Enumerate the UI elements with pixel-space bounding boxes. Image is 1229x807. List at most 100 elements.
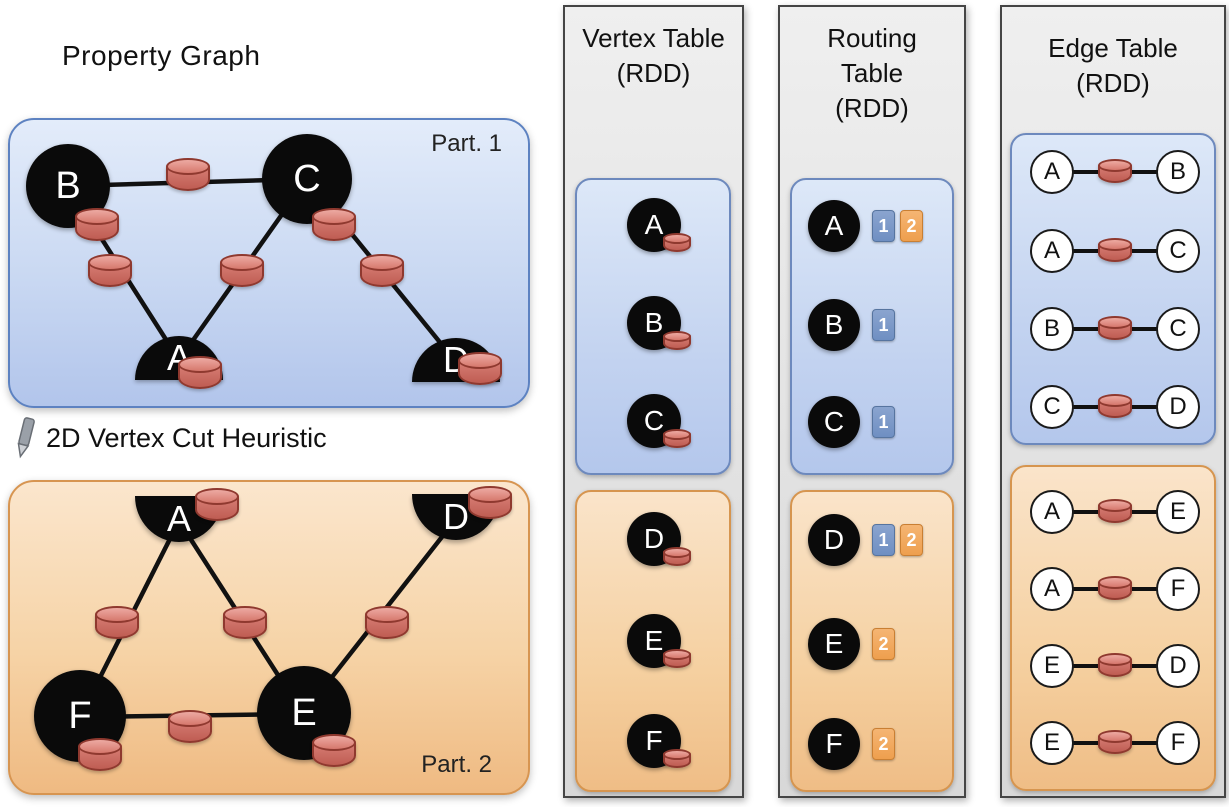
vertex-label: A (824, 210, 844, 241)
edge-row: E D (1012, 644, 1218, 688)
edge-src-vertex: C (1030, 385, 1074, 429)
edge-row: E F (1012, 721, 1218, 765)
badge-number: 1 (878, 215, 889, 236)
edge-dst-vertex: E (1156, 490, 1200, 534)
vertex-property-cylinder (663, 546, 691, 566)
edge-row: B C (1012, 307, 1218, 351)
edge-src-vertex: A (1030, 150, 1074, 194)
edge-property-cylinder (1098, 652, 1132, 677)
routing-table-title-line2: Table (840, 58, 904, 89)
vertex-label: B (824, 309, 844, 340)
vertex-label: A (1043, 498, 1060, 525)
vertex-property-cylinder (78, 737, 122, 771)
edge-src-vertex: B (1030, 307, 1074, 351)
edge-src-vertex: E (1030, 721, 1074, 765)
vertex-property-cylinder (195, 487, 239, 521)
vertex-label: C (823, 406, 845, 437)
edge-property-cylinder (1098, 729, 1132, 754)
badge-number: 1 (878, 411, 889, 432)
edge-property-cylinder (1098, 393, 1132, 418)
vertex-label: E (1169, 498, 1186, 525)
edge-dst-vertex: B (1156, 150, 1200, 194)
edge-src-vertex: A (1030, 567, 1074, 611)
vertex-label: D (643, 523, 665, 554)
badge-number: 2 (906, 215, 917, 236)
badge-number: 1 (878, 314, 889, 335)
routing-entry: B 1 (808, 299, 948, 351)
routing-entry: A 1 2 (808, 200, 948, 252)
vertex-label: B (55, 164, 81, 207)
vertex-table-column: Vertex Table (RDD) A B C D E (563, 5, 744, 798)
partition-badge-2: 2 (872, 728, 895, 760)
routing-table-subtitle: (RDD) (835, 93, 909, 124)
edge-table-column: Edge Table (RDD) A B A C B C (1000, 5, 1226, 798)
partition-badge-2: 2 (900, 210, 923, 242)
vertex-entry: A (627, 198, 705, 260)
partition-1-box: Part. 1 B C A D (8, 118, 530, 408)
partition-badge-1: 1 (872, 406, 895, 438)
vertex-circle: A (808, 200, 860, 252)
partition-badge-2: 2 (872, 628, 895, 660)
vertex-circle: D (808, 514, 860, 566)
vertex-label: C (1043, 393, 1061, 420)
vertex-table-part1-box: A B C (575, 178, 731, 475)
edge-row: A F (1012, 567, 1218, 611)
vertex-property-cylinder (663, 748, 691, 768)
vertex-label: E (291, 691, 317, 734)
vertex-property-cylinder (663, 330, 691, 350)
edge-property-cylinder (1098, 237, 1132, 262)
edge-property-cylinder (1098, 498, 1132, 523)
vertex-entry: B (627, 296, 705, 358)
vertex-label: A (166, 498, 191, 539)
partition-badge-1: 1 (872, 309, 895, 341)
partition-badge-2: 2 (900, 524, 923, 556)
vertex-label: F (645, 725, 663, 756)
edge-dst-vertex: C (1156, 307, 1200, 351)
edge-dst-vertex: F (1156, 567, 1200, 611)
vertex-circle: C (808, 396, 860, 448)
edge-table-title: Edge Table (1048, 33, 1178, 63)
routing-table-column: Routing Table (RDD) A 1 2 B 1 C 1 D 1 (778, 5, 966, 798)
edge-row: A B (1012, 150, 1218, 194)
badge-number: 2 (878, 733, 889, 754)
vertex-label: F (825, 728, 843, 759)
vertex-property-cylinder (458, 351, 502, 385)
routing-entry: C 1 (808, 396, 948, 448)
partition-2-box: Part. 2 A D F E (8, 480, 530, 795)
badge-number: 2 (906, 529, 917, 550)
vertex-label: E (1043, 652, 1060, 679)
vertex-entry: C (627, 394, 705, 456)
routing-entry: E 2 (808, 618, 948, 670)
vertex-entry: E (627, 614, 705, 676)
edge-property-cylinder (220, 253, 264, 287)
partition-badge-1: 1 (872, 524, 895, 556)
edge-property-cylinder (1098, 575, 1132, 600)
edge-table-subtitle: (RDD) (1076, 68, 1150, 99)
partition-2-label: Part. 2 (421, 751, 492, 778)
vertex-entry: F (627, 714, 705, 776)
vertex-label: C (1169, 315, 1187, 342)
edge-property-cylinder (223, 605, 267, 639)
routing-table-part1-box: A 1 2 B 1 C 1 (790, 178, 954, 475)
routing-table-part2-box: D 1 2 E 2 F 2 (790, 490, 954, 792)
routing-table-header: Routing Table (RDD) (780, 7, 964, 126)
badge-number: 1 (878, 529, 889, 550)
vertex-label: C (293, 157, 321, 200)
edge-property-cylinder (365, 605, 409, 639)
edge-src-vertex: A (1030, 490, 1074, 534)
vertex-label: C (1169, 237, 1187, 264)
edge-property-cylinder (95, 605, 139, 639)
vertex-property-cylinder (312, 207, 356, 241)
property-graph-title: Property Graph (62, 40, 261, 71)
vertex-circle: B (808, 299, 860, 351)
vertex-table-subtitle: (RDD) (616, 58, 691, 89)
edge-row: C D (1012, 385, 1218, 429)
badge-number: 2 (878, 633, 889, 654)
vertex-label: D (1169, 652, 1187, 679)
vertex-property-cylinder (663, 648, 691, 668)
edge-property-cylinder (88, 253, 132, 287)
edge-table-part2-box: A E A F E D E F (1010, 465, 1216, 791)
vertex-label: A (1043, 575, 1060, 602)
vertex-circle: B (627, 296, 681, 350)
vertex-table-header: Vertex Table (RDD) (565, 7, 742, 91)
